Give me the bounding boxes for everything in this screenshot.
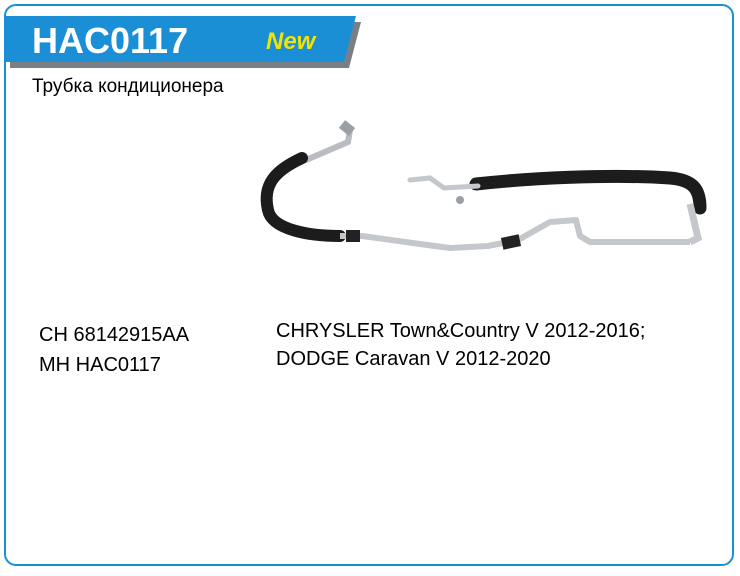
clamp-mid	[500, 234, 522, 250]
cross-reference-list: CH 68142915AA MH HAC0117	[39, 320, 189, 380]
product-subtitle: Трубка кондиционера	[32, 76, 224, 97]
part-code: HAC0117	[32, 20, 189, 61]
ac-hose-image	[260, 120, 707, 251]
product-card	[4, 4, 734, 566]
clamp-left	[346, 230, 360, 242]
application-dodge: DODGE Caravan V 2012-2020	[276, 348, 551, 370]
cross-reference-ch: CH 68142915AA	[39, 324, 190, 346]
new-badge: New	[266, 28, 316, 55]
application-chrysler: CHRYSLER Town&Country V 2012-2016;	[276, 320, 646, 342]
banner-shape	[4, 16, 361, 68]
application-list: CHRYSLER Town&Country V 2012-2016; DODGE…	[276, 317, 645, 373]
header-banner: HAC0117 New	[4, 16, 361, 68]
cross-reference-mh: MH HAC0117	[39, 354, 161, 376]
